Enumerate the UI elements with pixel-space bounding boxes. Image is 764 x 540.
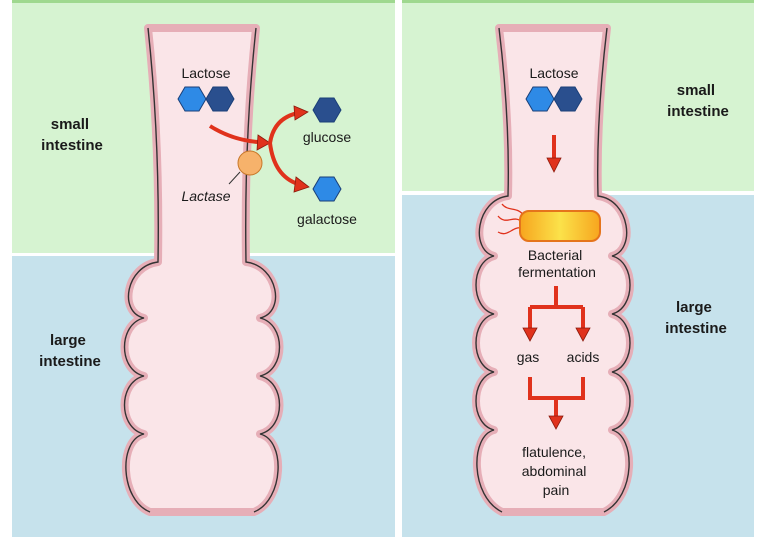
gas-label: gas bbox=[517, 349, 540, 365]
merge-arrow bbox=[528, 377, 585, 418]
glucose-label: glucose bbox=[303, 129, 351, 145]
panel-top-border bbox=[12, 0, 395, 3]
arrowhead-icon bbox=[293, 176, 310, 193]
right-panel: small intestine large intestine Lactose … bbox=[402, 0, 754, 537]
galactose-label: galactose bbox=[297, 211, 357, 227]
glucose-product-hexagon-icon bbox=[312, 97, 342, 123]
bacterial-fermentation-label: Bacterial fermentation bbox=[518, 247, 596, 280]
intestine-tube-edge bbox=[475, 27, 631, 513]
panel-gap bbox=[395, 0, 402, 540]
right-lactose-label: Lactose bbox=[529, 65, 578, 81]
galactose-product-hexagon-icon bbox=[312, 176, 342, 202]
right-lactose-molecule bbox=[525, 86, 583, 112]
intestine-tube-edge bbox=[123, 27, 281, 513]
lactose-to-enzyme-arrow bbox=[208, 124, 259, 144]
bacterium-icon bbox=[497, 203, 601, 242]
left-lactose-label: Lactose bbox=[181, 65, 230, 81]
bacterium-body bbox=[519, 210, 601, 242]
arrowhead-icon bbox=[575, 327, 591, 342]
acids-label: acids bbox=[567, 349, 600, 365]
arrowhead-icon bbox=[256, 134, 271, 151]
left-small-intestine-label: small intestine bbox=[41, 116, 103, 154]
arrowhead-icon bbox=[293, 105, 309, 121]
to-galactose-arrow bbox=[268, 142, 299, 186]
arrowhead-icon bbox=[546, 157, 562, 173]
enzyme-pointer-line bbox=[228, 171, 241, 185]
lactase-enzyme-icon bbox=[237, 150, 263, 176]
outcome-label: flatulence, abdominal pain bbox=[522, 444, 591, 498]
split-arrow bbox=[528, 286, 585, 330]
left-large-intestine-label: large intestine bbox=[39, 332, 101, 370]
panel-top-border bbox=[402, 0, 754, 3]
galactose-hexagon-icon bbox=[553, 86, 583, 112]
left-lactose-molecule bbox=[177, 86, 235, 112]
arrowhead-icon bbox=[548, 415, 564, 430]
right-small-intestine-label: small intestine bbox=[667, 82, 729, 120]
left-panel: small intestine large intestine Lactose … bbox=[12, 0, 395, 537]
lactase-label: Lactase bbox=[181, 188, 230, 204]
arrowhead-icon bbox=[522, 327, 538, 342]
galactose-hexagon-icon bbox=[205, 86, 235, 112]
right-large-intestine-label: large intestine bbox=[665, 299, 727, 337]
